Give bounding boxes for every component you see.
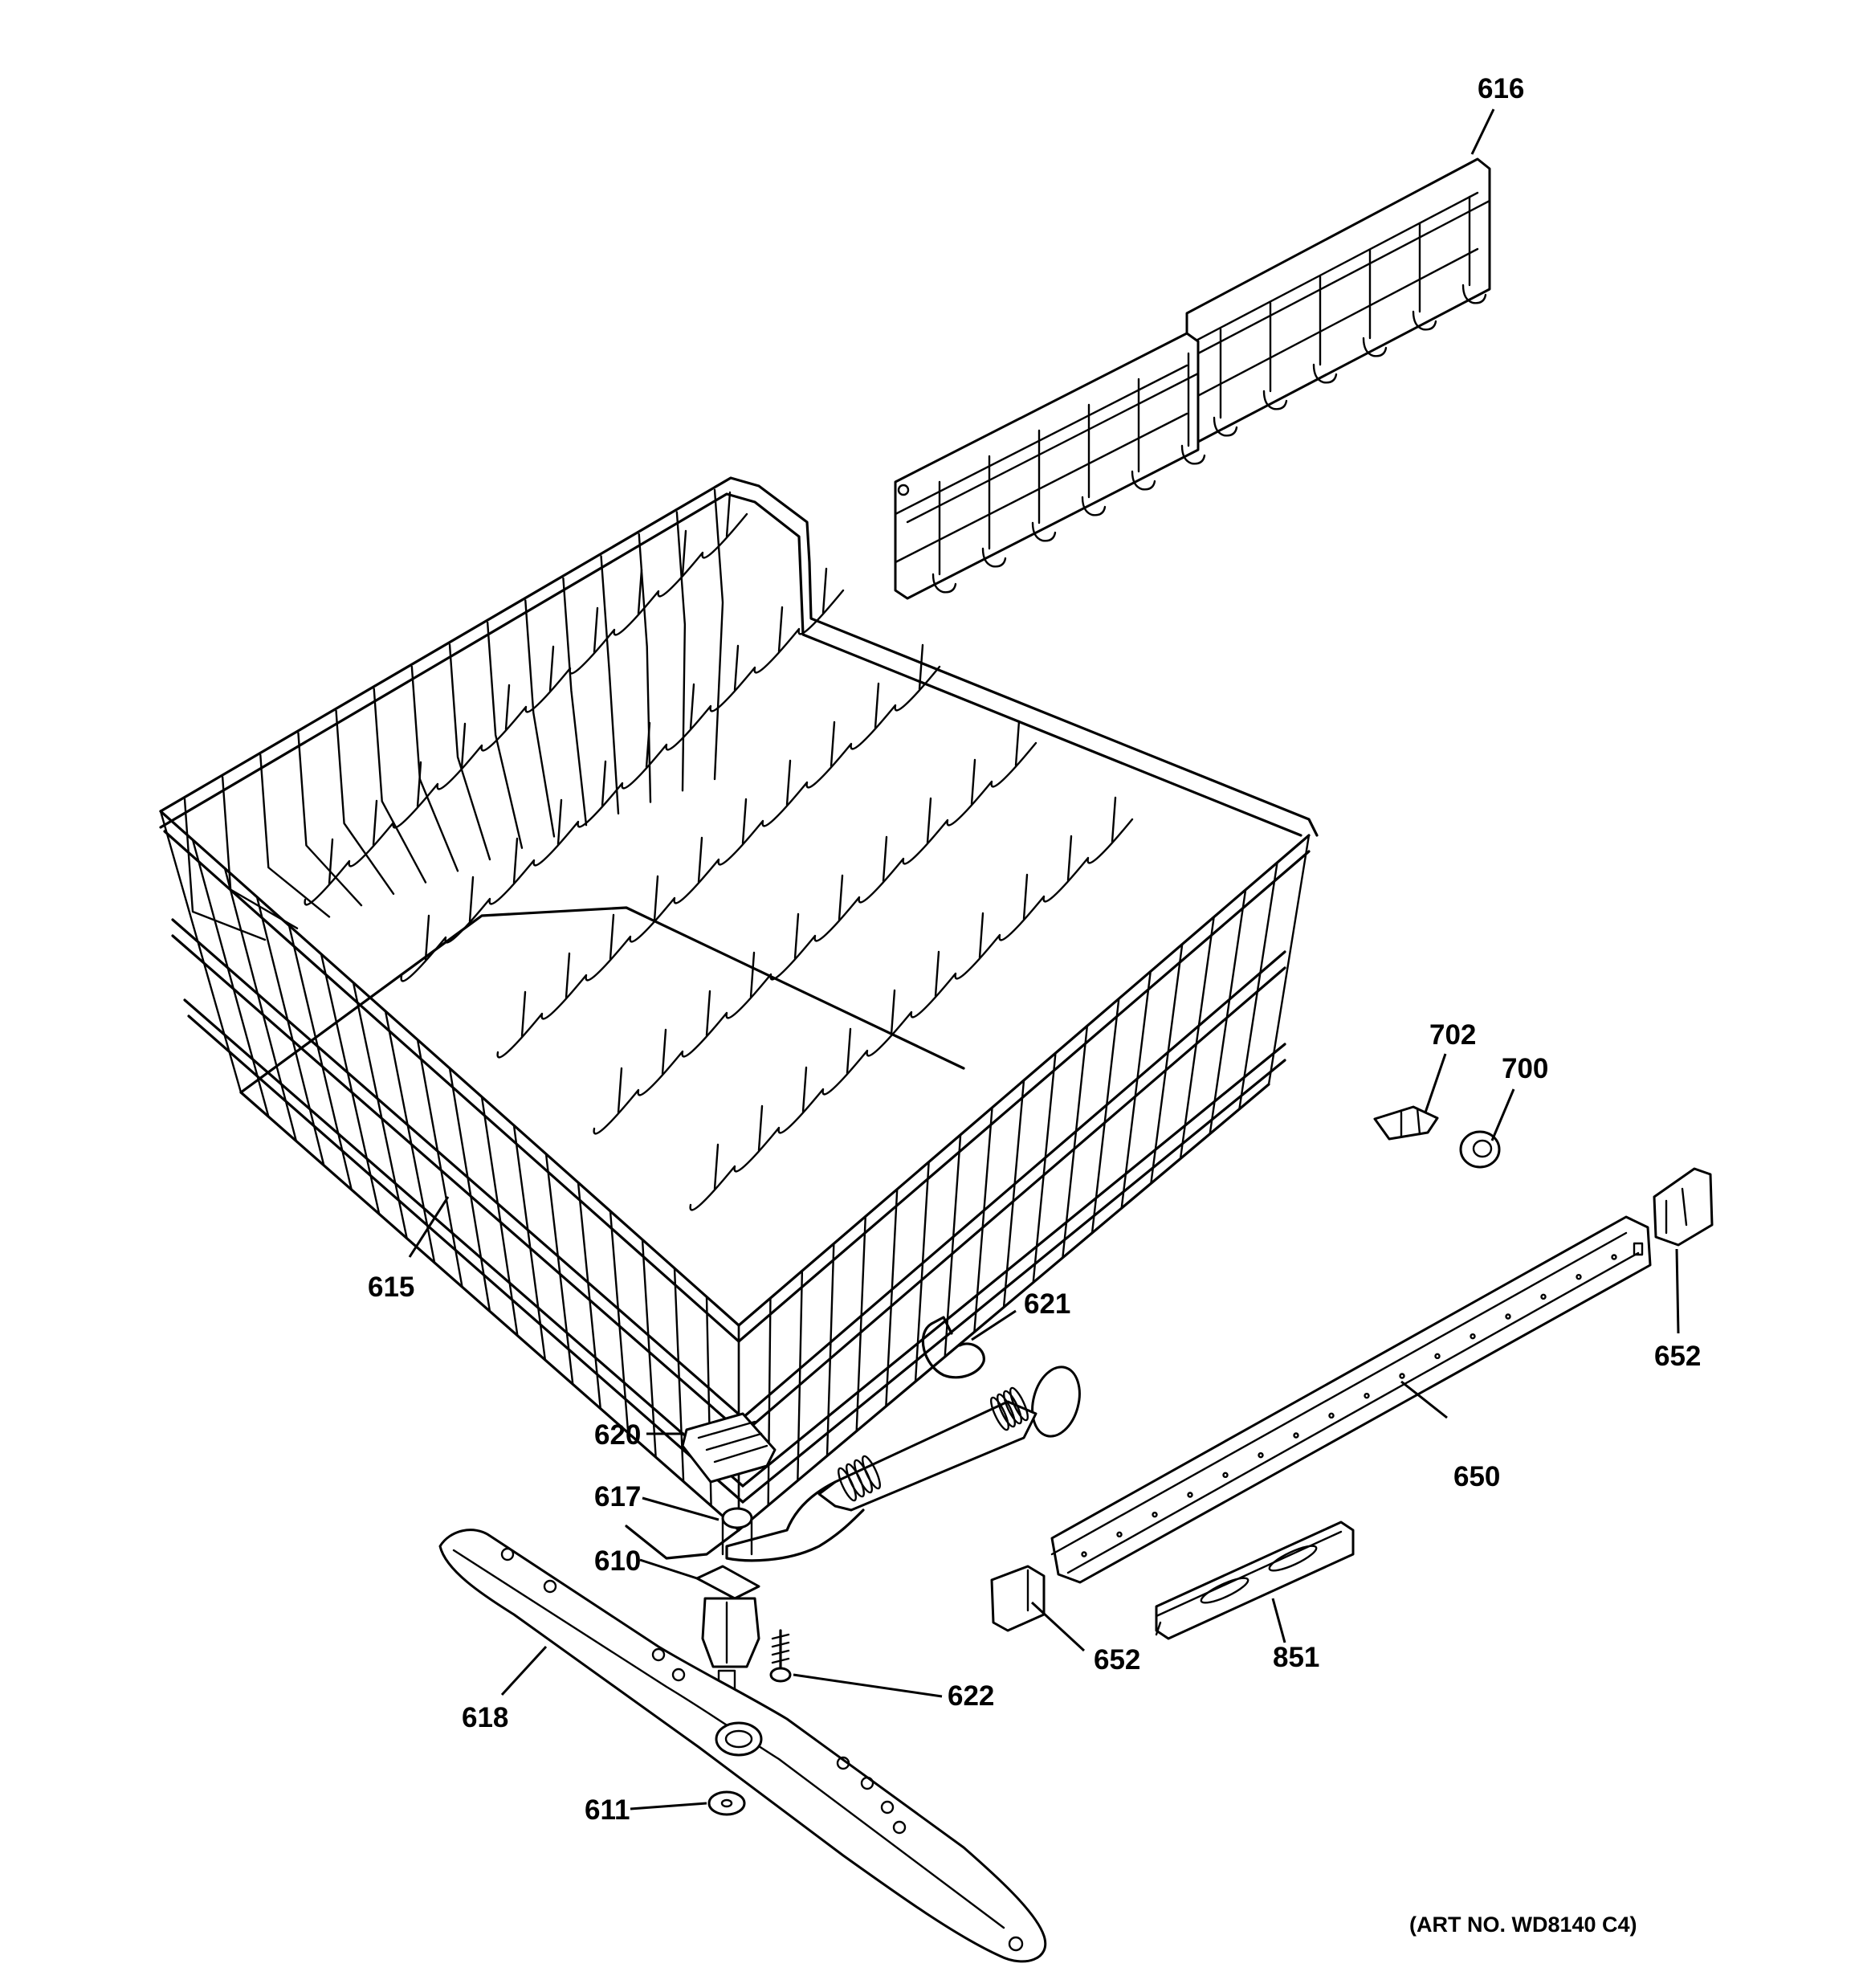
callout-652-left: 652 xyxy=(1094,1644,1140,1676)
callout-611: 611 xyxy=(585,1794,630,1826)
part-610-hub xyxy=(695,1565,760,1690)
part-700-bushing xyxy=(1459,1130,1501,1169)
part-702-clip xyxy=(1373,1105,1439,1141)
callout-610: 610 xyxy=(594,1545,641,1577)
part-621-clamp xyxy=(921,1316,985,1379)
part-851-slide xyxy=(1155,1521,1355,1640)
callout-702: 702 xyxy=(1429,1019,1476,1051)
part-615-upper-rack xyxy=(159,476,1319,1560)
part-617-feed-tube xyxy=(721,1365,1081,1562)
part-622-screw xyxy=(769,1629,792,1683)
part-618-spray-arm xyxy=(438,1529,1047,1963)
part-620-cap xyxy=(681,1412,777,1484)
part-650-rack-rail xyxy=(1050,1215,1652,1584)
callout-652-right: 652 xyxy=(1654,1341,1701,1372)
part-611-washer xyxy=(707,1790,746,1816)
callout-622: 622 xyxy=(948,1680,994,1712)
leader-lines xyxy=(408,108,1680,1810)
callout-620: 620 xyxy=(594,1419,641,1451)
part-652-end-cap-right xyxy=(1653,1167,1714,1247)
callout-621: 621 xyxy=(1024,1288,1070,1320)
art-number: (ART NO. WD8140 C4) xyxy=(1409,1912,1637,1937)
callout-618: 618 xyxy=(462,1702,508,1733)
part-616-tine-shelf xyxy=(894,157,1491,600)
callout-617: 617 xyxy=(594,1481,641,1512)
callout-616: 616 xyxy=(1478,73,1524,104)
callout-700: 700 xyxy=(1502,1053,1548,1084)
callout-650: 650 xyxy=(1453,1461,1500,1492)
part-652-end-cap-left xyxy=(990,1565,1046,1632)
callout-615: 615 xyxy=(368,1272,414,1303)
callout-851: 851 xyxy=(1273,1642,1319,1673)
